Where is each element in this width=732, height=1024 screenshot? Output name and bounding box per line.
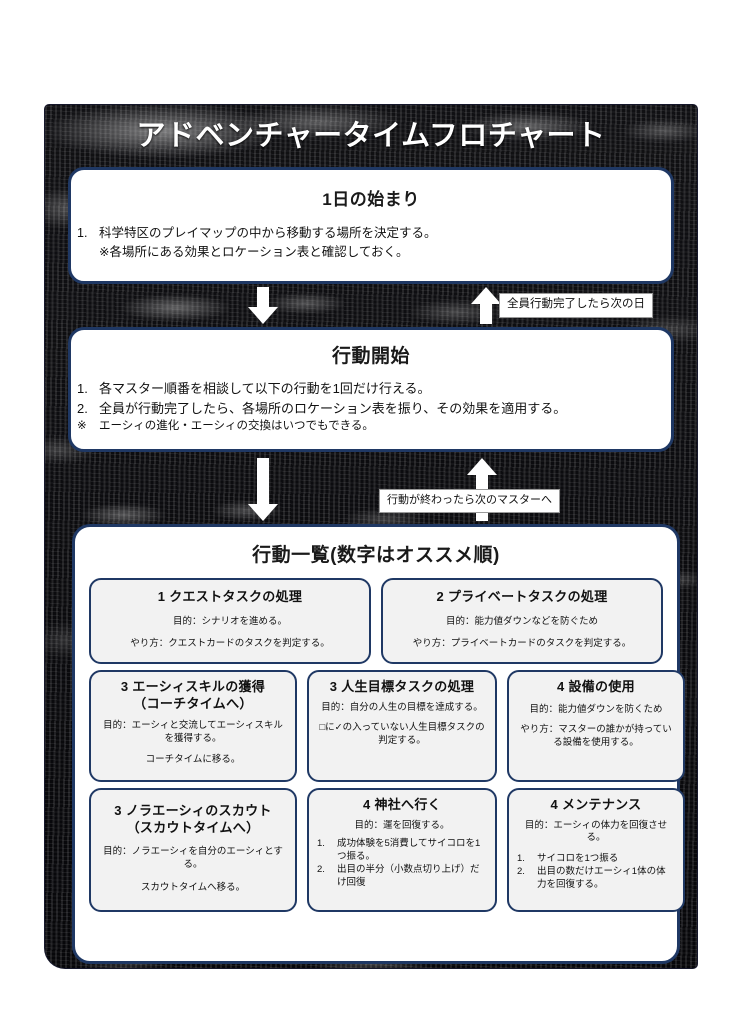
list-text: 科学特区のプレイマップの中から移動する場所を決定する。 [99,226,437,240]
action-card-scout-nora-acey[interactable]: 3 ノラエーシィのスカウト （スカウトタイムへ） 目的：ノラエーシィを自分のエー… [89,788,297,912]
arrow-down-action-to-menu [247,458,279,522]
step-text: サイコロを1つ振る [537,853,619,865]
card-title: 4 設備の使用 [557,679,635,694]
card-method: やり方：プライベートカードのタスクを判定する。 [412,638,632,650]
stage-box-action-menu: 行動一覧(数字はオススメ順) 1 クエストタスクの処理 目的：シナリオを進める。… [72,524,685,964]
card-title-second-line: （コーチタイムへ） [133,695,253,711]
card-title: 1 クエストタスクの処理 [157,589,303,604]
list-text: 各マスター順番を相談して以下の行動を1回だけ行える。 [99,381,431,396]
card-method: コーチタイムに移る。 [145,753,241,765]
action-card-quest-task[interactable]: 1 クエストタスクの処理 目的：シナリオを進める。 やり方：クエストカードのタス… [89,578,371,664]
stage-heading-action-start: 行動開始 [331,346,410,367]
stage-list-action-start: 1. 各マスター順番を相談して以下の行動を1回だけ行える。 2. 全員が行動完了… [71,379,671,435]
arrow-down-day-to-action [247,287,279,325]
stage-heading-day-start: 1日の始まり [322,190,420,209]
action-card-life-goal-task[interactable]: 3 人生目標タスクの処理 目的：自分の人生の目標を達成する。 □に✓の入っていな… [307,670,497,782]
card-purpose: 目的：ノラエーシィを自分のエーシィとする。 [103,846,283,871]
stage-heading-action-menu: 行動一覧(数字はオススメ順) [252,545,500,566]
list-marker: ※ [77,420,87,432]
card-step-list: 1. 成功体験を5消費してサイコロを1つ振る。 2. 出目の半分（小数点切り上げ… [317,838,487,889]
list-text: エーシィの進化・エーシィの交換はいつでもできる。 [99,420,374,432]
list-note: ※各場所にある効果とロケーション表と確認しておく。 [99,244,409,259]
list-item: 2. 全員が行動完了したら、各場所のロケーション表を振り、その効果を適用する。 [73,399,671,419]
page-title: アドベンチャータイムフロチャート [136,120,606,152]
card-purpose: 目的：能力値ダウンを防くため [529,703,663,715]
card-title-second-line: （スカウトタイムへ） [126,819,260,835]
card-purpose: 目的：エーシィの体力を回復させる。 [524,819,668,844]
list-item: 2. 出目の半分（小数点切り上げ）だけ回復 [317,864,487,890]
stage-list-day-start: 1. 科学特区のプレイマップの中から移動する場所を決定する。 ※各場所にある効果… [71,224,671,262]
step-text: 出目の数だけエーシィ1体の体力を回復する。 [537,866,666,890]
card-title: 4 神社へ行く [363,797,441,812]
action-card-use-facility[interactable]: 4 設備の使用 目的：能力値ダウンを防くため やり方：マスターの誰かが持っている… [507,670,685,782]
card-method: □に✓の入っていない人生目標タスクの判定する。 [319,722,485,747]
action-card-row: 3 ノラエーシィのスカウト （スカウトタイムへ） 目的：ノラエーシィを自分のエー… [89,788,685,912]
card-title: 4 メンテナンス [550,797,642,812]
step-number: 2. [317,864,325,876]
card-purpose: 目的：運を回復する。 [354,819,450,831]
list-marker: 2. [77,400,88,416]
list-item: 1. サイコロを1つ振る [517,853,675,866]
stage-box-day-start: 1日の始まり 1. 科学特区のプレイマップの中から移動する場所を決定する。 ※各… [68,167,674,284]
list-item: 1. 科学特区のプレイマップの中から移動する場所を決定する。 ※各場所にある効果… [73,224,671,262]
step-text: 出目の半分（小数点切り上げ）だけ回復 [337,864,480,888]
card-method: やり方：クエストカードのタスクを判定する。 [130,638,330,650]
card-purpose: 目的：シナリオを進める。 [172,615,287,627]
list-item: 2. 出目の数だけエーシィ1体の体力を回復する。 [517,866,675,892]
card-purpose: 目的：自分の人生の目標を達成する。 [321,701,483,713]
list-item: 1. 成功体験を5消費してサイコロを1つ振る。 [317,838,487,864]
step-text: 成功体験を5消費してサイコロを1つ振る。 [337,838,481,863]
edge-label-next-day: 全員行動完了したら次の日 [499,293,653,318]
step-number: 2. [517,866,525,878]
card-method: やり方：マスターの誰かが持っている設備を使用する。 [520,724,672,749]
card-step-list: 1. サイコロを1つ振る 2. 出目の数だけエーシィ1体の体力を回復する。 [517,853,675,891]
action-card-grid: 1 クエストタスクの処理 目的：シナリオを進める。 やり方：クエストカードのタス… [75,567,685,924]
action-card-row: 1 クエストタスクの処理 目的：シナリオを進める。 やり方：クエストカードのタス… [89,578,663,664]
card-title: 3 エーシィスキルの獲得 [120,679,266,694]
action-card-visit-shrine[interactable]: 4 神社へ行く 目的：運を回復する。 1. 成功体験を5消費してサイコロを1つ振… [307,788,497,912]
arrow-up-action-to-day [470,287,502,325]
action-card-acquire-skill[interactable]: 3 エーシィスキルの獲得 （コーチタイムへ） 目的：エーシィと交流してエーシィス… [89,670,297,782]
card-purpose: 目的：エーシィと交流してエーシィスキルを獲得する。 [103,720,283,745]
list-body: 科学特区のプレイマップの中から移動する場所を決定する。 ※各場所にある効果とロケ… [99,224,671,262]
step-number: 1. [317,838,325,850]
action-card-private-task[interactable]: 2 プライベートタスクの処理 目的：能力値ダウンなどを防ぐため やり方：プライベ… [381,578,663,664]
action-card-maintenance[interactable]: 4 メンテナンス 目的：エーシィの体力を回復させる。 1. サイコロを1つ振る … [507,788,685,912]
list-text: 全員が行動完了したら、各場所のロケーション表を振り、その効果を適用する。 [99,400,567,416]
card-method: スカウトタイムへ移る。 [140,881,246,893]
list-marker: 1. [77,381,88,396]
card-title: 2 プライベートタスクの処理 [436,589,608,604]
card-title: 3 ノラエーシィのスカウト [114,803,272,818]
stage-box-action-start: 行動開始 1. 各マスター順番を相談して以下の行動を1回だけ行える。 2. 全員… [68,327,674,452]
card-purpose: 目的：能力値ダウンなどを防ぐため [445,615,598,627]
edge-label-next-master: 行動が終わったら次のマスターへ [379,489,560,513]
step-number: 1. [517,853,525,865]
list-marker: 1. [77,226,88,240]
card-title: 3 人生目標タスクの処理 [329,679,475,694]
action-card-row: 3 エーシィスキルの獲得 （コーチタイムへ） 目的：エーシィと交流してエーシィス… [89,670,685,782]
list-item: ※ エーシィの進化・エーシィの交換はいつでもできる。 [73,418,671,435]
list-item: 1. 各マスター順番を相談して以下の行動を1回だけ行える。 [73,379,671,399]
